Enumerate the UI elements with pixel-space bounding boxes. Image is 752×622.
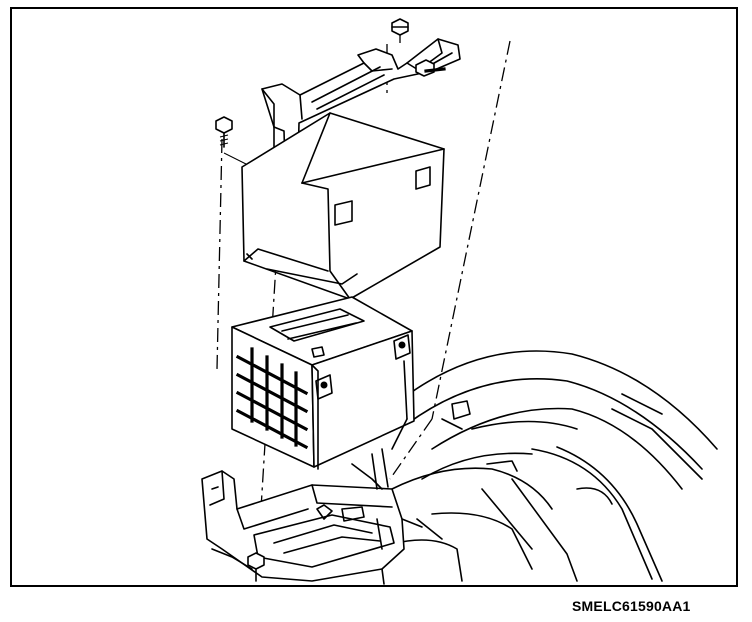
figure-code: SMELC61590AA1	[572, 598, 691, 614]
battery	[231, 296, 415, 470]
battery-tray	[201, 463, 423, 585]
negative-terminal-icon	[393, 334, 411, 360]
tray-bolt-icon	[247, 552, 265, 582]
battery-cell-grid	[235, 347, 309, 450]
battery-insulator-box	[241, 112, 445, 300]
diagram-frame	[10, 7, 738, 587]
support-lines	[371, 418, 408, 490]
retaining-nut-icon	[391, 18, 409, 36]
cover-bolt-icon	[215, 116, 253, 168]
bracket-bolt-icon	[415, 59, 446, 77]
battery-exploded-view	[201, 18, 718, 585]
engine-bay-body	[391, 350, 718, 582]
